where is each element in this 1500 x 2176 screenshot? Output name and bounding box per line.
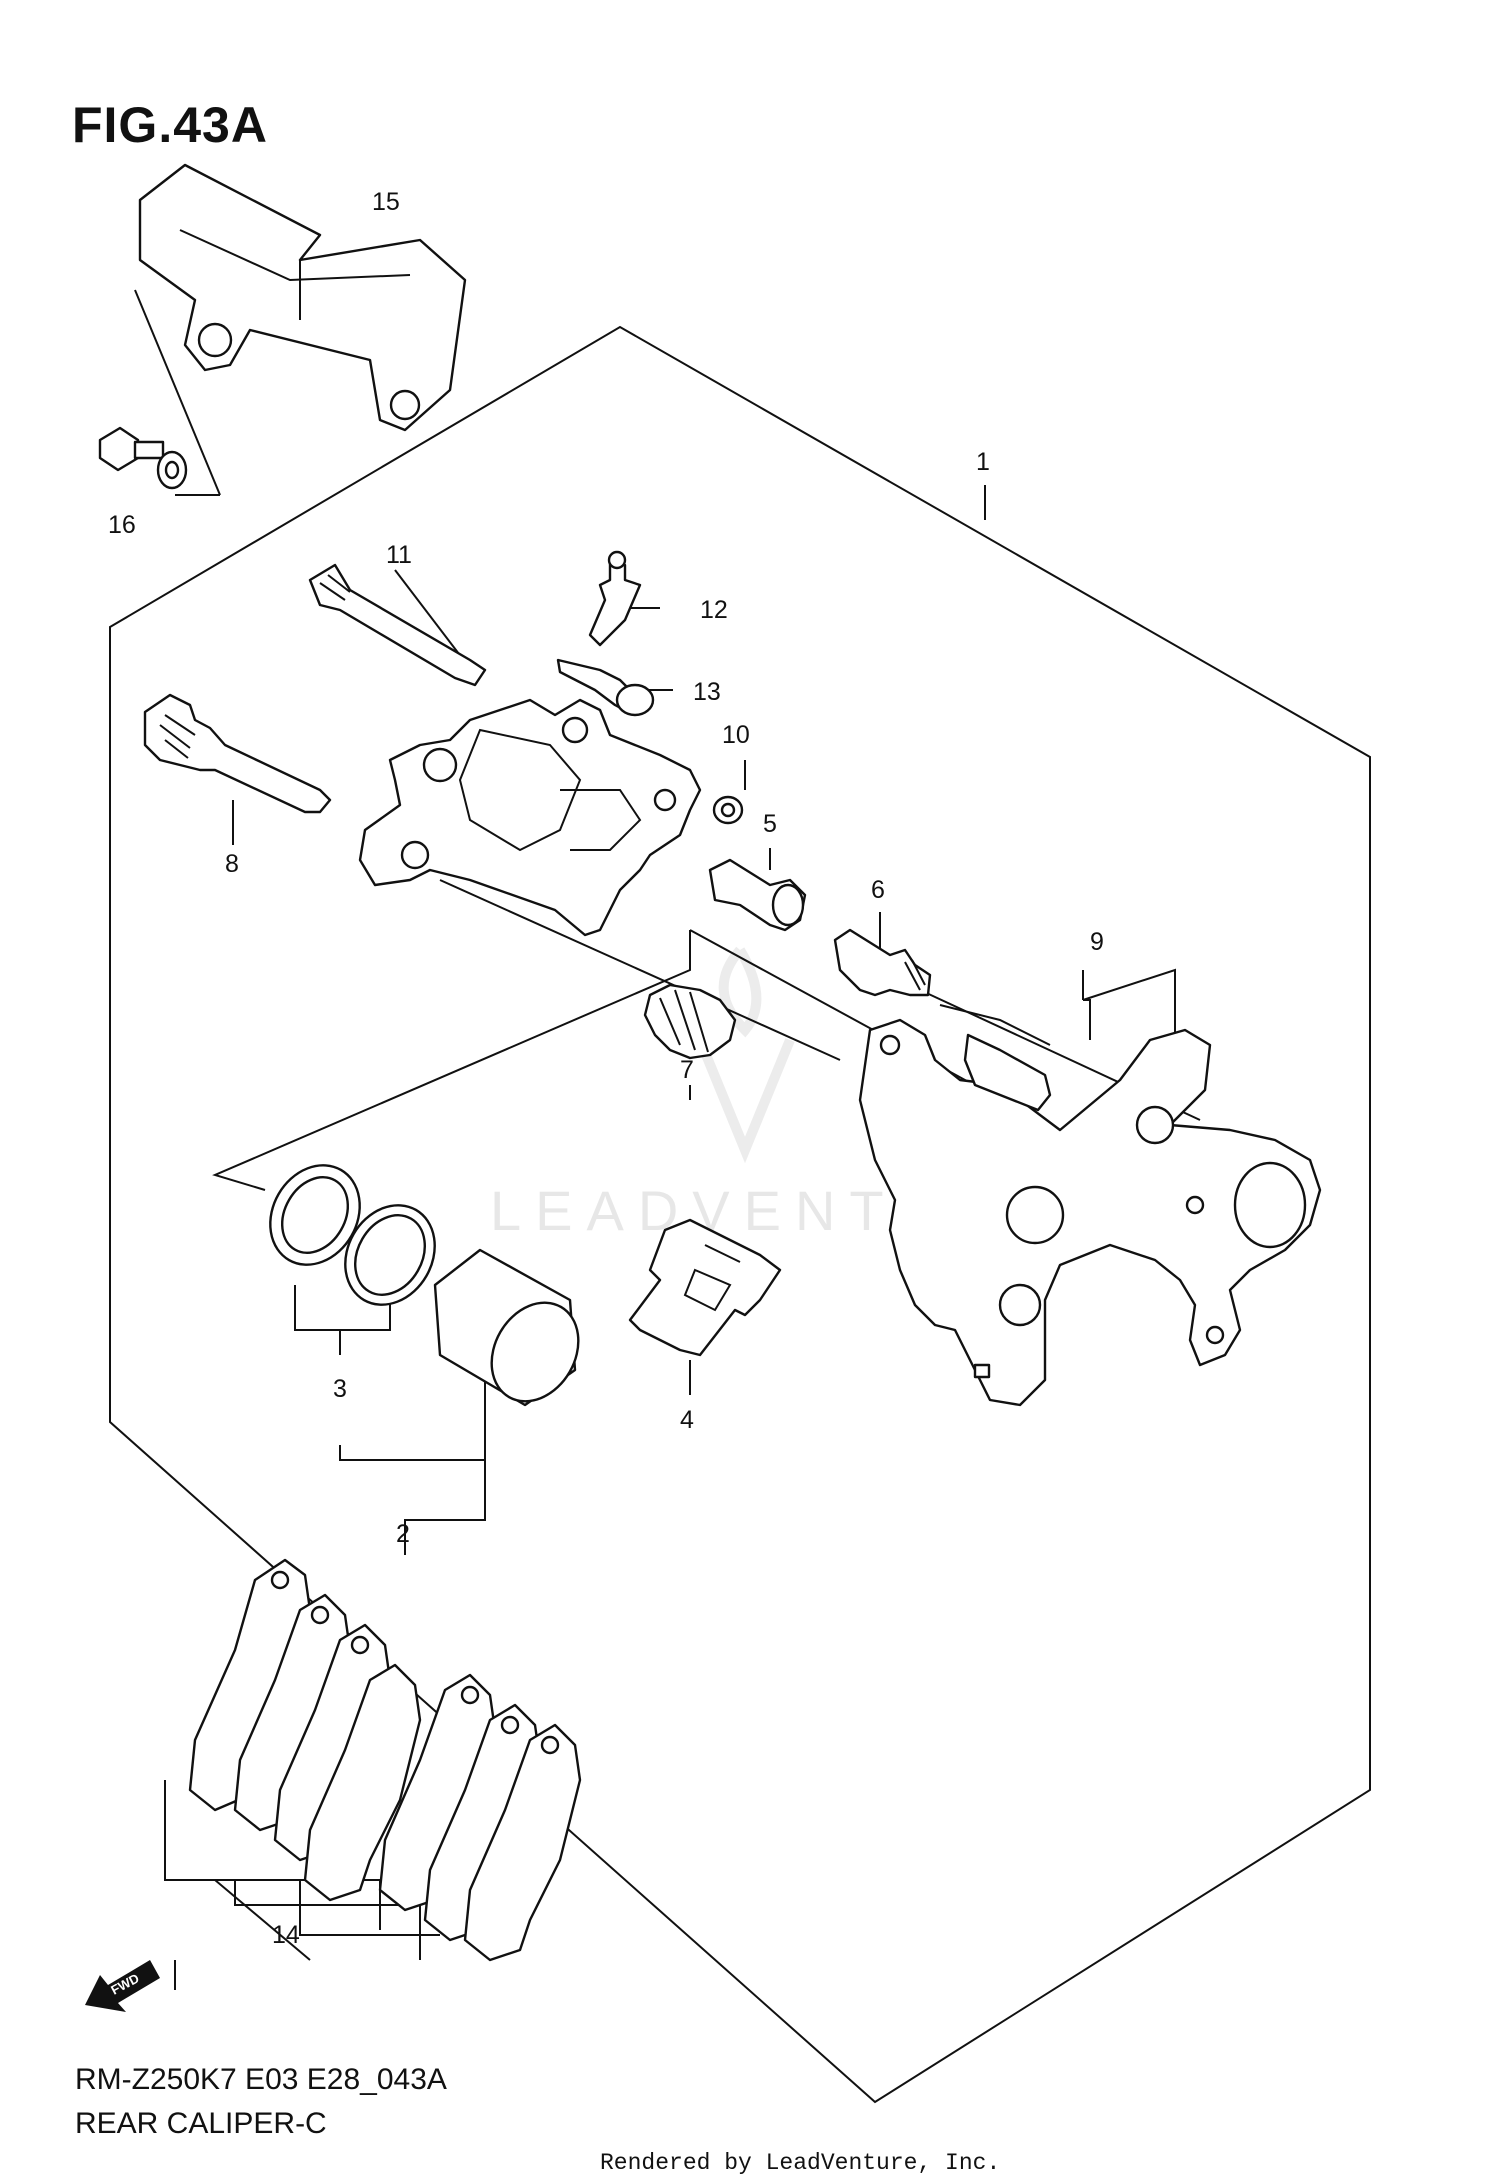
part-10-washer — [712, 795, 744, 825]
part-9-bracket — [858, 1018, 1322, 1407]
part-15-bracket — [138, 163, 467, 432]
callout-12: 12 — [700, 596, 728, 624]
part-14-brake-pads — [188, 1558, 582, 1962]
alignment-lines — [134, 289, 1201, 1191]
watermark-logo-icon — [695, 946, 795, 1164]
callout-9: 9 — [1090, 928, 1104, 956]
callout-6: 6 — [871, 876, 885, 904]
part-11-pin — [308, 563, 487, 687]
part-16-bolt — [98, 426, 188, 490]
callout-8: 8 — [225, 850, 239, 878]
part-2-piston — [433, 1248, 580, 1407]
callout-2: 2 — [396, 1520, 410, 1548]
part-3-seals — [269, 1164, 436, 1306]
callout-14: 14 — [272, 1921, 300, 1949]
diagram-code: RM-Z250K7 E03 E28_043A — [75, 2063, 447, 2096]
callout-10: 10 — [722, 721, 750, 749]
callout-11: 11 — [386, 541, 412, 569]
callout-4: 4 — [680, 1406, 694, 1434]
footer-credit: Rendered by LeadVenture, Inc. — [600, 2150, 1001, 2176]
caliper-assembly-outline — [109, 325, 1371, 2104]
callout-7: 7 — [680, 1056, 694, 1084]
callout-15: 15 — [372, 188, 400, 216]
caliper-body — [358, 698, 702, 937]
part-4-clip — [628, 1218, 782, 1357]
callout-5: 5 — [763, 810, 777, 838]
callout-13: 13 — [693, 678, 721, 706]
callout-1: 1 — [976, 448, 990, 476]
part-8-pin — [143, 693, 332, 814]
figure-title: FIG.43A — [72, 97, 268, 153]
part-7-boot — [643, 983, 737, 1060]
callout-16: 16 — [108, 511, 136, 539]
part-6-bolt — [833, 928, 932, 997]
callout-labels: 1 2 3 4 5 6 7 8 9 10 11 12 13 14 15 16 — [108, 188, 1104, 1949]
part-5-pin — [708, 858, 807, 932]
part-12-bleeder — [588, 550, 642, 647]
callout-3: 3 — [333, 1375, 347, 1403]
fwd-arrow-icon: FWD — [85, 1960, 160, 2012]
diagram-name: REAR CALIPER-C — [75, 2107, 327, 2140]
part-13-cap — [556, 658, 655, 717]
